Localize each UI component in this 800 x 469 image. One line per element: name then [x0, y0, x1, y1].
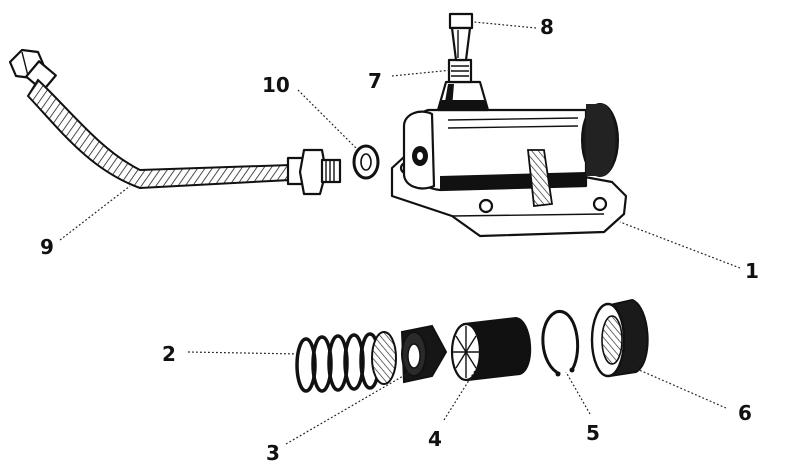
- flexible-hose-part: [8, 48, 342, 196]
- circlip-part: [541, 310, 580, 377]
- return-spring-part: [295, 331, 397, 393]
- part-number-8: 8: [540, 15, 554, 39]
- part-number-10: 10: [262, 73, 290, 97]
- part-number-5: 5: [586, 421, 600, 445]
- part-number-6: 6: [738, 401, 752, 425]
- seal-cup-part: [400, 324, 448, 384]
- part-number-2: 2: [162, 342, 176, 366]
- part-number-3: 3: [266, 441, 280, 465]
- dust-cap-part: [448, 12, 474, 62]
- piston-part: [450, 316, 532, 382]
- bleed-nipple-part: [447, 58, 473, 84]
- sealing-washer-part: [352, 144, 380, 180]
- part-number-7: 7: [368, 69, 382, 93]
- leader-lines: [59, 21, 741, 445]
- cylinder-body-part: [390, 80, 628, 238]
- part-number-1: 1: [745, 259, 759, 283]
- part-number-4: 4: [428, 427, 442, 451]
- rubber-boot-part: [590, 298, 649, 378]
- part-number-9: 9: [40, 235, 54, 259]
